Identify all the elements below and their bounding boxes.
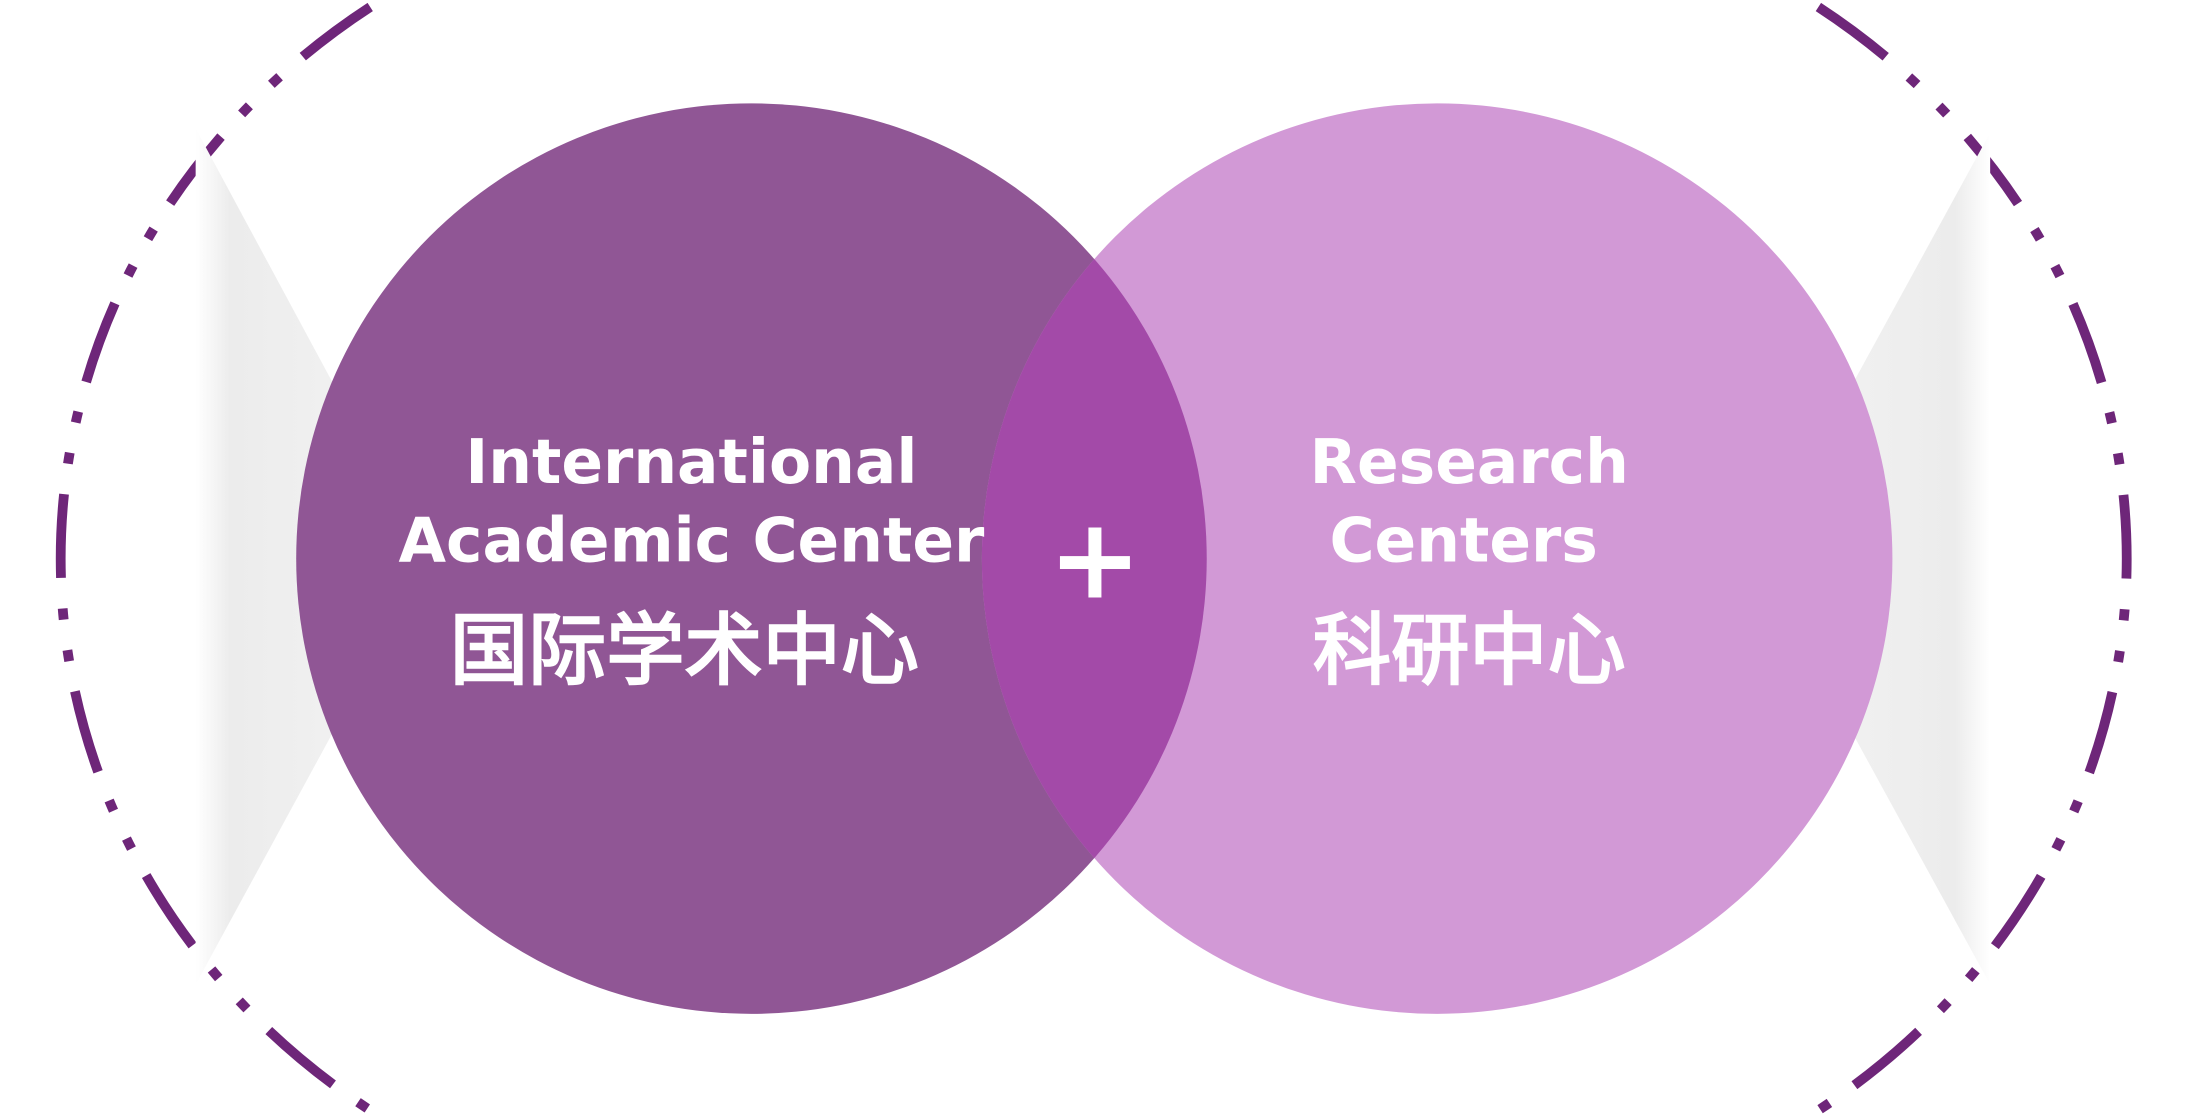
right-title-line2: Centers [1329, 505, 1597, 576]
right-title-line1: Research [1310, 427, 1629, 498]
right-circle [981, 103, 1893, 1014]
left-circle [296, 103, 1207, 1014]
left-title-chinese: 国际学术中心 [450, 605, 919, 696]
left-title-line1: International [465, 427, 917, 498]
right-dashed-ring [1811, 2, 2132, 1118]
plus-sign: + [1048, 495, 1142, 625]
left-dashed-ring [55, 2, 378, 1118]
right-title-chinese: 科研中心 [1313, 605, 1626, 696]
left-title-line2: Academic Center [399, 505, 985, 576]
